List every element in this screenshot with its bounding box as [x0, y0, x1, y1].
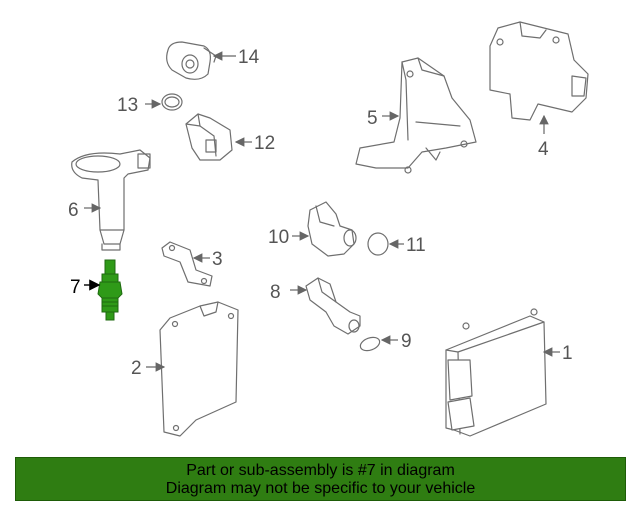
callout-5: 5 [367, 108, 378, 129]
callout-12: 12 [254, 133, 275, 154]
part-5-bracket [355, 57, 477, 174]
part-11-o-ring [367, 232, 389, 256]
part-2-panel [159, 301, 239, 437]
part-10-sensor [307, 201, 357, 257]
part-13-o-ring [161, 93, 183, 111]
part-12-sensor [185, 113, 233, 161]
banner-line-2: Diagram may not be specific to your vehi… [165, 480, 476, 497]
callout-8: 8 [270, 282, 281, 303]
callout-11: 11 [406, 235, 426, 256]
callout-1: 1 [562, 343, 573, 364]
callout-13: 13 [117, 95, 138, 116]
callout-4: 4 [538, 139, 549, 160]
part-7-spark-plug [97, 259, 123, 321]
part-4-cover [489, 21, 589, 121]
part-9-o-ring [359, 336, 381, 352]
callout-9: 9 [401, 331, 412, 352]
callout-2: 2 [131, 358, 142, 379]
part-6-ignition-coil [71, 149, 151, 251]
part-8-sensor [305, 277, 361, 335]
part-3-bracket [161, 241, 213, 287]
banner-line-1: Part or sub-assembly is #7 in diagram [186, 462, 455, 479]
part-1-control-module [445, 308, 547, 437]
info-banner: Part or sub-assembly is #7 in diagram Di… [15, 457, 626, 501]
callout-6: 6 [68, 200, 79, 221]
callout-14: 14 [238, 47, 260, 68]
callout-7: 7 [70, 277, 81, 298]
callout-10: 10 [268, 227, 289, 248]
part-14-sensor [166, 41, 217, 80]
callout-3: 3 [212, 249, 223, 270]
